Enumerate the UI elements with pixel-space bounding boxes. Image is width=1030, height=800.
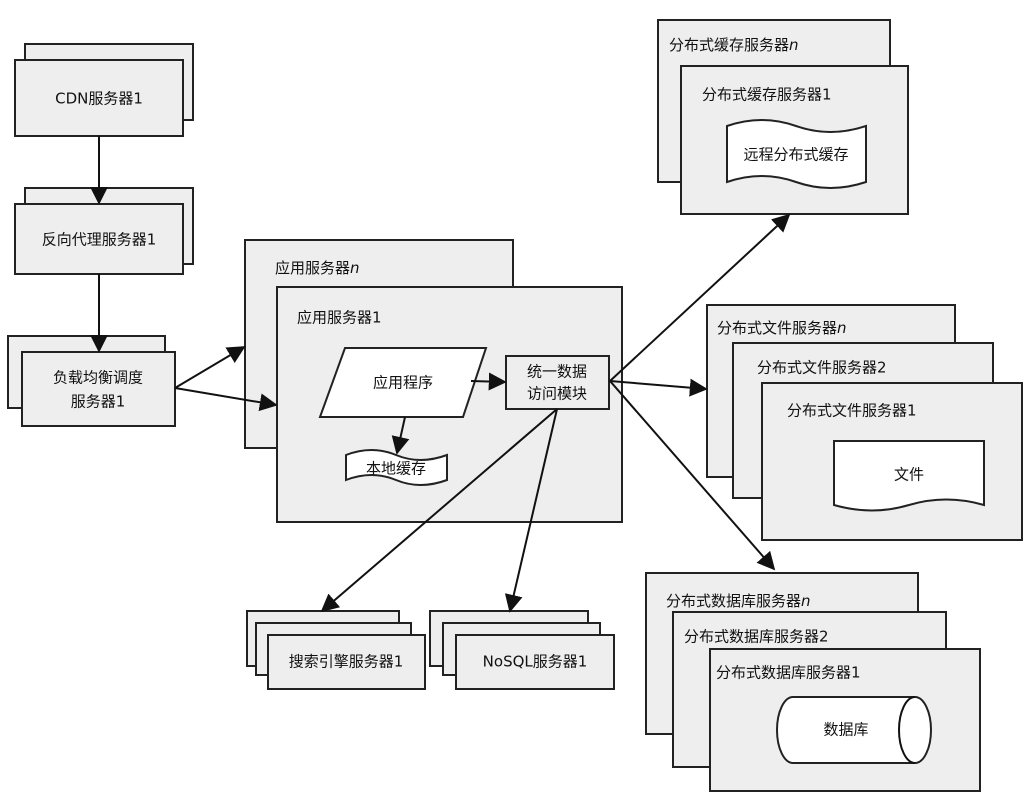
cache-server-group: 分布式缓存服务器n 分布式缓存服务器1 远程分布式缓存: [657, 19, 909, 215]
nosql-server-group: NoSQL服务器1: [429, 610, 615, 690]
arrow-app-to-local-cache: [391, 416, 410, 455]
data-access-label-line2: 访问模块: [527, 385, 587, 403]
file-label: 文件: [894, 466, 924, 484]
db-server-group: 分布式数据库服务器n 分布式数据库服务器2 分布式数据库服务器1 数据库: [645, 572, 981, 792]
nosql-server-label: NoSQL服务器1: [483, 653, 588, 671]
file-server-1-label: 分布式文件服务器1: [787, 402, 917, 420]
nosql-server-box: [455, 634, 615, 690]
arrow-balancer-to-app-n: [174, 346, 246, 389]
app-server-n-label: 应用服务器n: [275, 259, 360, 277]
search-server-group: 搜索引擎服务器1: [246, 610, 426, 690]
load-balancer-label-line2: 服务器1: [71, 393, 126, 411]
arrow-to-nosql-server: [504, 408, 558, 613]
file-server-2-label: 分布式文件服务器2: [757, 359, 887, 377]
application-label: 应用程序: [373, 374, 433, 392]
cache-server-n-label: 分布式缓存服务器n: [669, 36, 799, 54]
cache-server-1-label: 分布式缓存服务器1: [702, 86, 832, 104]
search-server-label: 搜索引擎服务器1: [289, 653, 404, 671]
connectors: [90, 136, 791, 613]
file-document: [833, 440, 985, 512]
reverse-proxy-group: 反向代理服务器1: [14, 187, 194, 275]
app-server-group: 应用服务器n 应用服务器1 应用程序 本地缓存 统一数据 访问模块: [244, 239, 623, 523]
local-cache-tape: [345, 449, 448, 486]
arrow-app-to-data-access: [470, 372, 507, 391]
file-server-n-suffix: n: [837, 319, 847, 337]
data-access-module-box: [505, 355, 610, 410]
load-balancer-label-line1: 负载均衡调度: [53, 369, 143, 387]
database-label: 数据库: [823, 721, 868, 739]
app-server-1-label: 应用服务器1: [297, 309, 382, 327]
reverse-proxy-label: 反向代理服务器1: [42, 231, 157, 249]
data-access-label-line1: 统一数据: [527, 363, 587, 381]
db-server-n-suffix: n: [801, 592, 811, 610]
remote-cache-tape: [726, 119, 867, 189]
app-server-n-suffix: n: [350, 259, 360, 277]
load-balancer-box: [21, 351, 176, 427]
file-server-group: 分布式文件服务器n 分布式文件服务器2 分布式文件服务器1 文件: [706, 304, 1023, 541]
arrow-to-file-server: [609, 378, 708, 397]
app-server-n-text: 应用服务器: [275, 259, 350, 277]
cdn-server-box: [14, 59, 184, 137]
db-server-2-label: 分布式数据库服务器2: [684, 628, 829, 646]
arrow-to-search-server: [320, 408, 558, 613]
cache-server-n-text: 分布式缓存服务器: [669, 36, 789, 54]
search-server-box: [267, 634, 426, 690]
cdn-server-group: CDN服务器1: [14, 43, 194, 137]
file-server-n-label: 分布式文件服务器n: [717, 319, 847, 337]
reverse-proxy-box: [14, 203, 184, 275]
arrow-balancer-to-app-1: [174, 387, 278, 412]
load-balancer-group: 负载均衡调度 服务器1: [7, 335, 176, 427]
remote-cache-label: 远程分布式缓存: [743, 146, 848, 164]
application-parallelogram: [318, 347, 488, 418]
file-server-n-text: 分布式文件服务器: [717, 319, 837, 337]
db-server-n-text: 分布式数据库服务器: [666, 592, 801, 610]
db-server-n-label: 分布式数据库服务器n: [666, 592, 811, 610]
database-cylinder-end: [898, 696, 916, 764]
cache-server-n-suffix: n: [789, 36, 799, 54]
cdn-server-label: CDN服务器1: [55, 90, 143, 108]
arrow-to-cache-server: [609, 213, 791, 382]
db-server-1-label: 分布式数据库服务器1: [716, 664, 861, 682]
local-cache-label: 本地缓存: [366, 460, 426, 478]
arrow-to-db-server: [609, 380, 776, 571]
